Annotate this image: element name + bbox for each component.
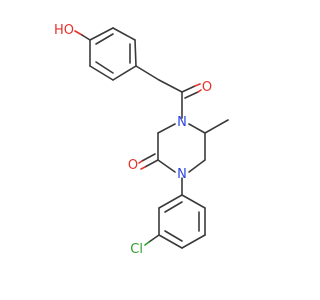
amide-nitrogen-label: N	[177, 115, 187, 130]
lactam-oxygen-label: O	[128, 158, 138, 173]
chemical-structure-diagram: HO O N O N Cl	[54, 23, 229, 257]
bond-skeleton	[74, 27, 229, 249]
chlorine-label: Cl	[130, 242, 143, 257]
ketone-oxygen-label: O	[202, 80, 212, 95]
hydroxyl-label: HO	[54, 23, 74, 38]
atom-labels: HO O N O N Cl	[54, 23, 212, 257]
aryl-nitrogen-label: N	[177, 167, 187, 182]
